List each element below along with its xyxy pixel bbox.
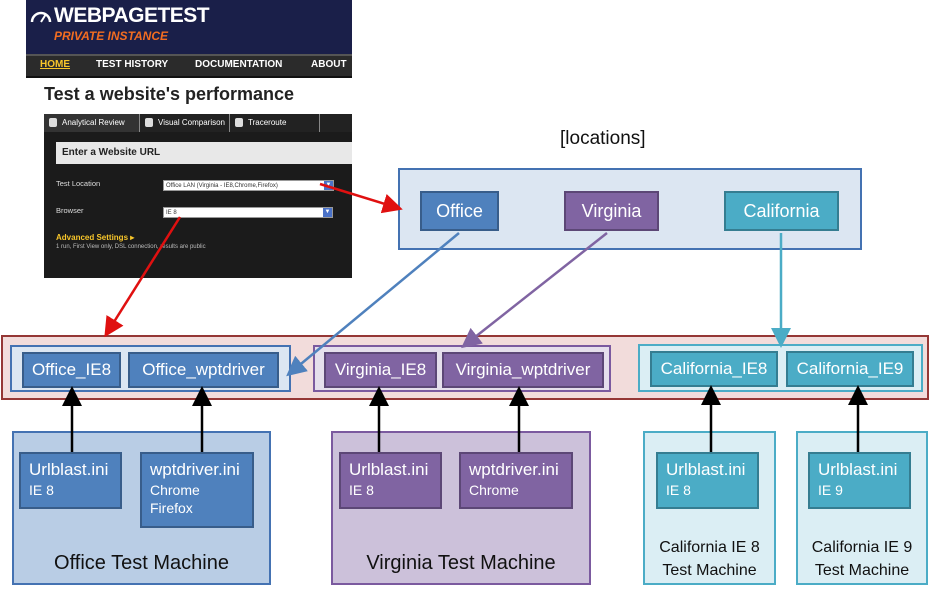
- browser-label: Browser: [56, 206, 84, 215]
- chart-icon: [49, 118, 57, 127]
- virginia-wptdriver-config: wptdriver.ini Chrome: [459, 452, 573, 509]
- california-ie9-machine-label: California IE 9 Test Machine: [796, 536, 928, 582]
- wpt-body: Test a website's performance Analytical …: [26, 78, 352, 278]
- chevron-down-icon: ▼: [323, 208, 332, 217]
- test-location-label: Test Location: [56, 179, 101, 188]
- sublocation-virginia-wptdriver: Virginia_wptdriver: [442, 352, 604, 388]
- speedometer-icon: [30, 11, 52, 23]
- config-file-name: Urlblast.ini: [29, 460, 109, 479]
- tab-traceroute[interactable]: Traceroute: [230, 114, 320, 132]
- config-browsers: IE 9: [818, 482, 843, 498]
- nav-test-history-link[interactable]: TEST HISTORY: [96, 59, 169, 70]
- tab-label: Analytical Review: [62, 118, 125, 127]
- config-file-name: Urlblast.ini: [349, 460, 429, 479]
- tab-visual-comparison[interactable]: Visual Comparison: [140, 114, 230, 132]
- virginia-urlblast-config: Urlblast.ini IE 8: [339, 452, 442, 509]
- location-virginia: Virginia: [564, 191, 659, 231]
- document-icon: [145, 118, 153, 127]
- sublocation-virginia-ie8: Virginia_IE8: [324, 352, 437, 388]
- wpt-nav: HOME TEST HISTORY DOCUMENTATION ABOUT: [26, 54, 352, 76]
- machine-label-line2: Test Machine: [662, 562, 757, 579]
- location-california: California: [724, 191, 839, 231]
- wpt-logo-title: WEBPAGETEST: [54, 4, 210, 27]
- tab-analytical-review[interactable]: Analytical Review: [44, 114, 140, 132]
- sublocation-office-wptdriver: Office_wptdriver: [128, 352, 279, 388]
- config-browsers: IE 8: [666, 482, 691, 498]
- test-location-select[interactable]: Office LAN (Virginia - IE8,Chrome,Firefo…: [163, 180, 334, 191]
- nav-documentation-link[interactable]: DOCUMENTATION: [195, 59, 283, 70]
- browser-select[interactable]: IE 8 ▼: [163, 207, 333, 218]
- machine-label-line1: California IE 8: [659, 539, 760, 556]
- sublocation-california-ie9: California_IE9: [786, 351, 914, 387]
- config-file-name: Urlblast.ini: [818, 460, 898, 479]
- test-location-value: Office LAN (Virginia - IE8,Chrome,Firefo…: [166, 183, 278, 189]
- chevron-down-icon: ▼: [324, 181, 333, 190]
- sublocation-california-ie8: California_IE8: [650, 351, 778, 387]
- locations-heading: [locations]: [560, 128, 646, 149]
- route-icon: [235, 118, 243, 127]
- california-ie8-machine-label: California IE 8 Test Machine: [643, 536, 776, 582]
- advanced-settings-note: 1 run, First View only, DSL connection, …: [56, 244, 206, 250]
- sublocation-office-ie8: Office_IE8: [22, 352, 121, 388]
- webpagetest-screenshot: WEBPAGETEST PRIVATE INSTANCE HOME TEST H…: [26, 0, 352, 278]
- url-input[interactable]: Enter a Website URL: [56, 142, 352, 164]
- wpt-header: WEBPAGETEST PRIVATE INSTANCE: [26, 0, 352, 54]
- wpt-logo-subtitle: PRIVATE INSTANCE: [54, 29, 169, 43]
- advanced-settings-link[interactable]: Advanced Settings ▸: [56, 233, 135, 242]
- nav-about-link[interactable]: ABOUT: [311, 59, 347, 70]
- location-office: Office: [420, 191, 499, 231]
- config-file-name: wptdriver.ini: [469, 460, 559, 479]
- machine-label-line1: California IE 9: [811, 539, 913, 556]
- test-form-panel: Enter a Website URL Test Location Office…: [44, 132, 352, 278]
- office-machine-label: Office Test Machine: [54, 552, 229, 574]
- config-browsers-2: Firefox: [150, 500, 193, 516]
- browser-value: IE 8: [166, 210, 177, 216]
- california-ie9-urlblast-config: Urlblast.ini IE 9: [808, 452, 911, 509]
- config-browsers: IE 8: [349, 482, 374, 498]
- page-title: Test a website's performance: [44, 84, 295, 104]
- tab-label: Traceroute: [248, 118, 287, 127]
- tab-label: Visual Comparison: [158, 118, 225, 127]
- config-file-name: Urlblast.ini: [666, 460, 746, 479]
- office-wptdriver-config: wptdriver.ini Chrome Firefox: [140, 452, 254, 528]
- california-ie8-urlblast-config: Urlblast.ini IE 8: [656, 452, 759, 509]
- nav-home-link[interactable]: HOME: [40, 59, 70, 70]
- config-browsers: Chrome: [469, 482, 519, 498]
- machine-label-line2: Test Machine: [814, 562, 910, 579]
- office-urlblast-config: Urlblast.ini IE 8: [19, 452, 122, 509]
- config-browsers: IE 8: [29, 482, 54, 498]
- config-file-name: wptdriver.ini: [150, 460, 240, 479]
- virginia-machine-label: Virginia Test Machine: [366, 552, 556, 574]
- config-browsers: Chrome: [150, 482, 200, 498]
- wpt-tabs: Analytical Review Visual Comparison Trac…: [44, 114, 352, 132]
